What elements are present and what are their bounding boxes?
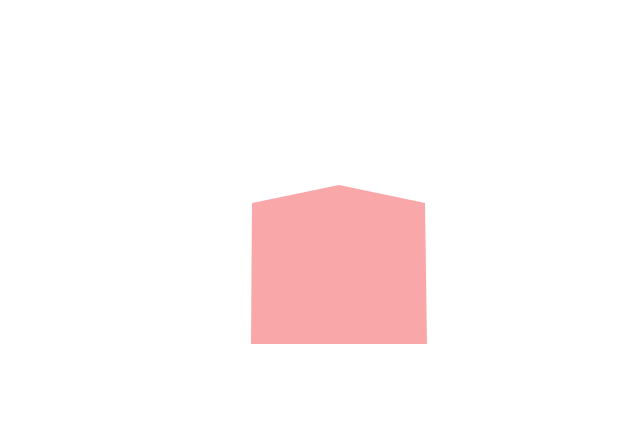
pink-house-shape [251,185,427,344]
